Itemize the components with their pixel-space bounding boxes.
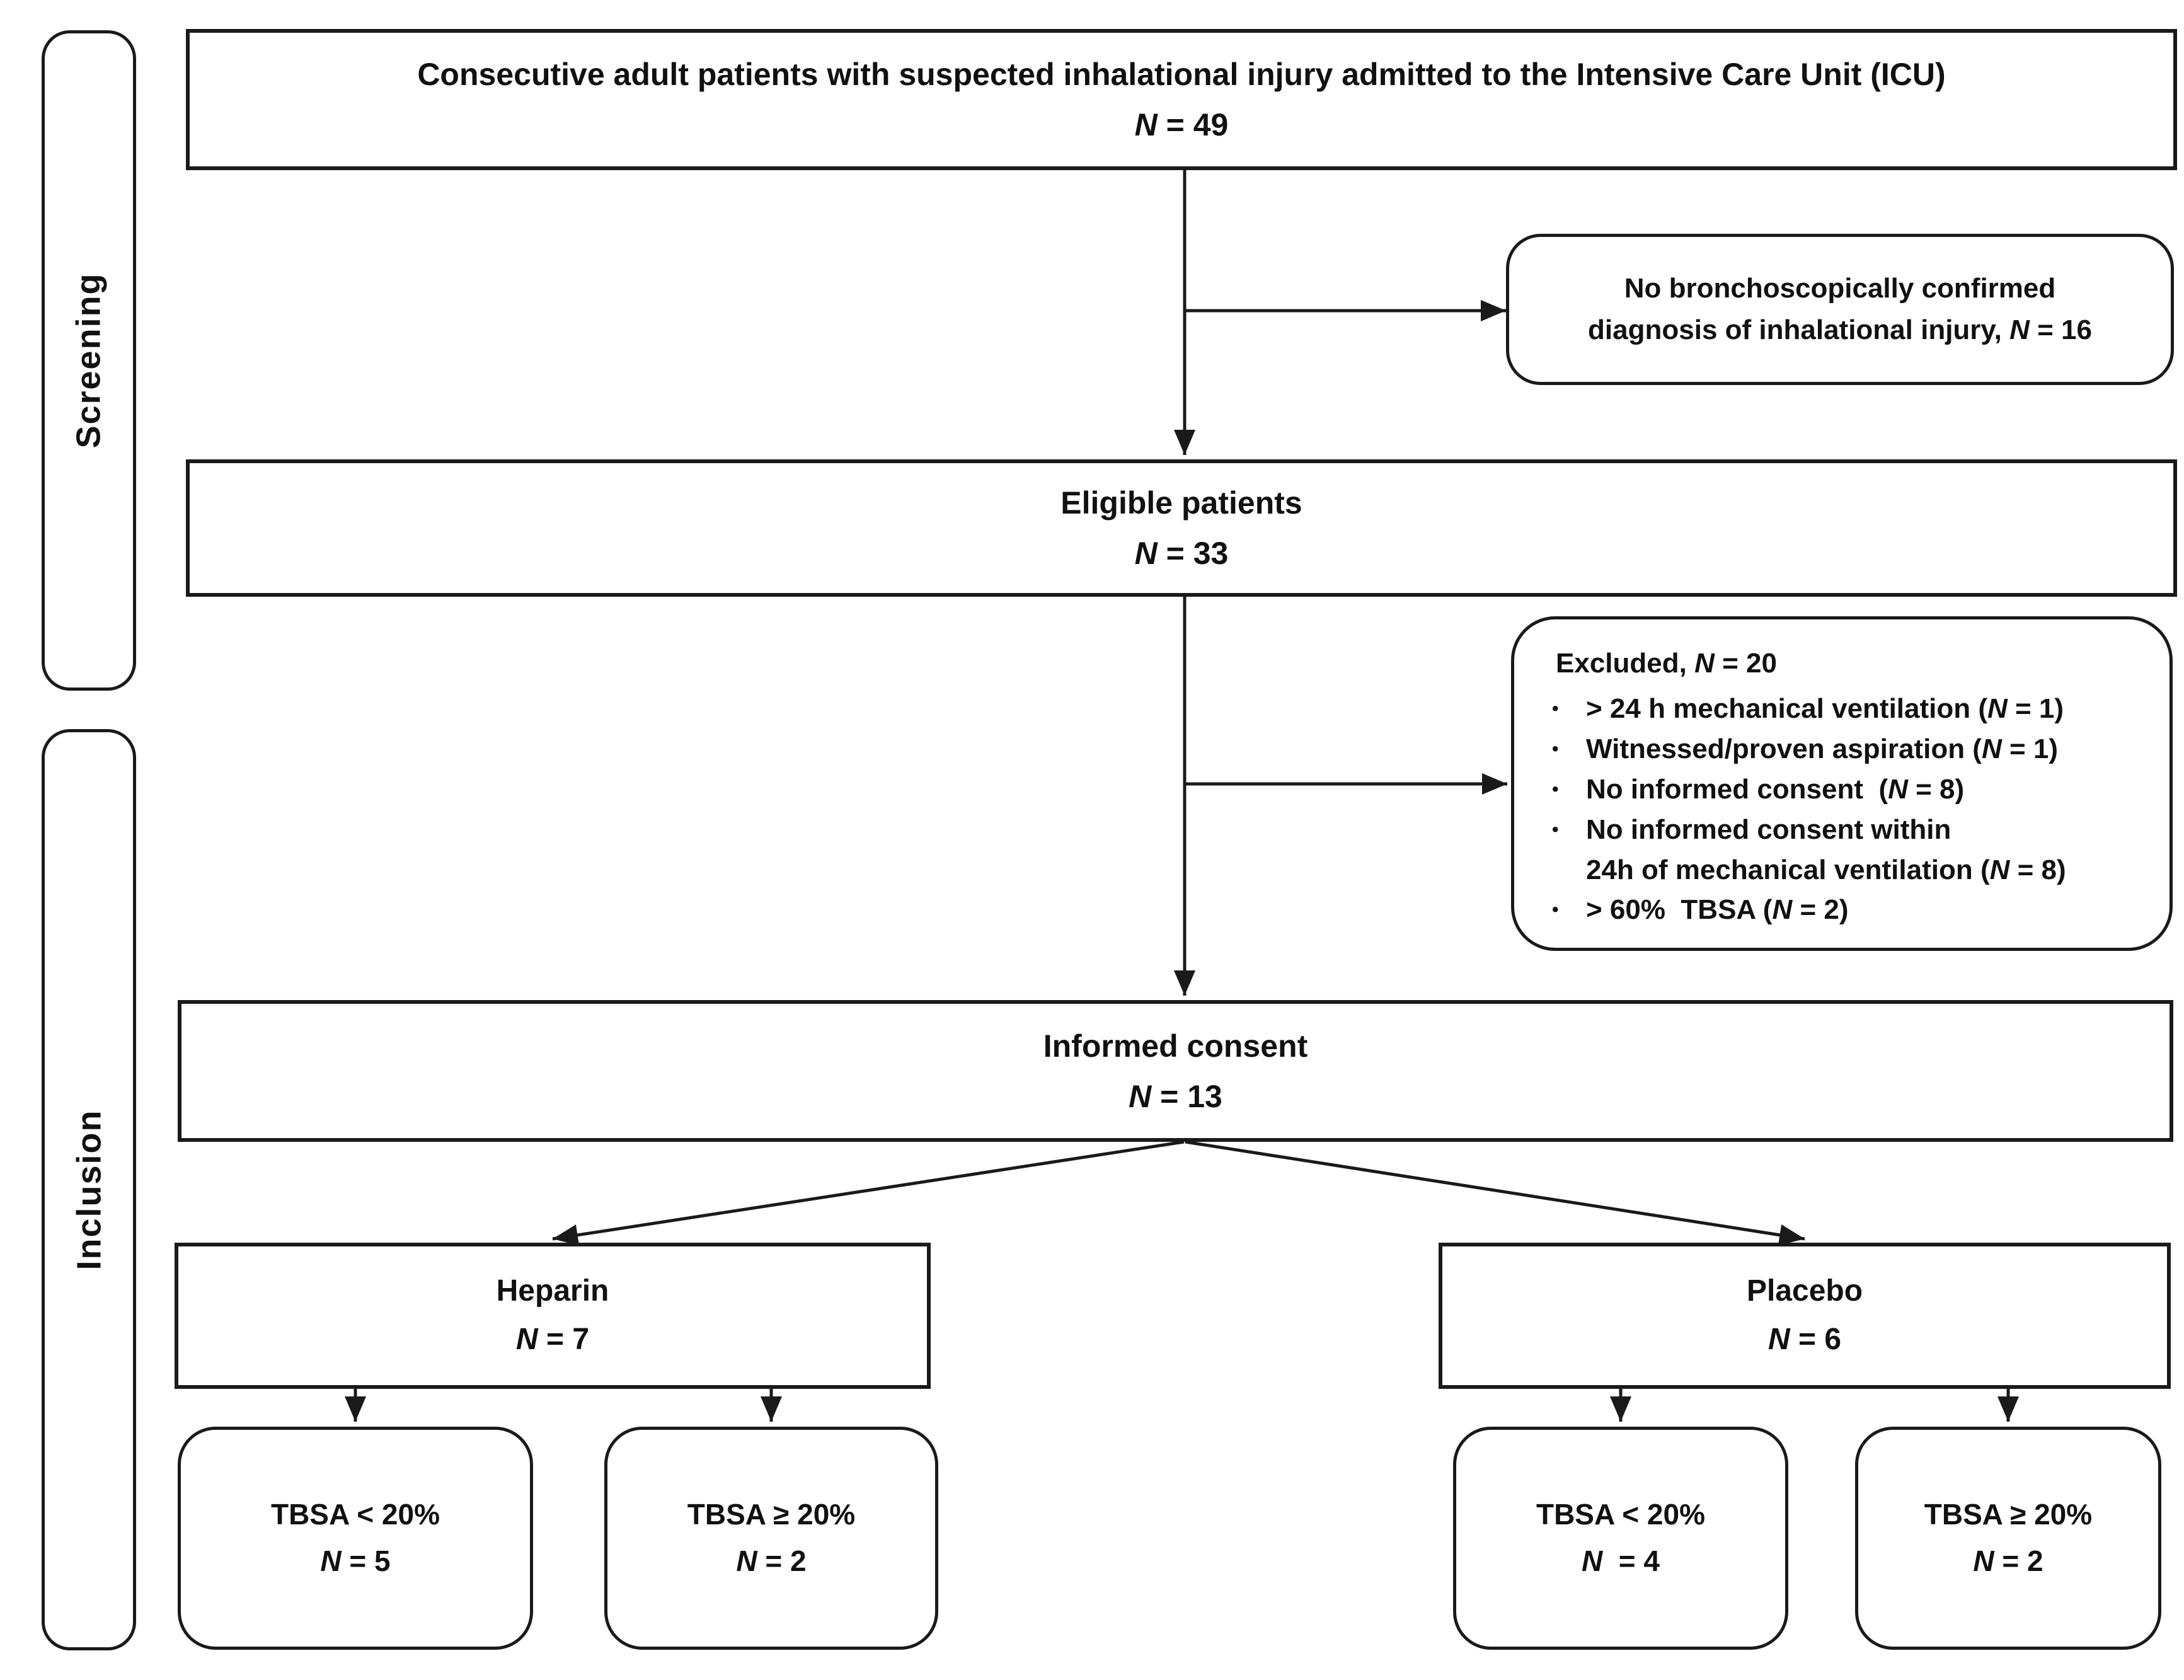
excluded-list: • > 24 h mechanical ventilation (N = 1) • W…	[1544, 689, 2158, 931]
box-placebo-title: Placebo	[1746, 1274, 1863, 1308]
box-not-confirmed-line2: diagnosis of inhalational injury, N = 16	[1588, 314, 2092, 345]
bullet-icon: •	[1552, 738, 1559, 759]
arrow-informed-to-heparin	[552, 1140, 1185, 1246]
bullet-icon: •	[1552, 698, 1559, 719]
stage-label-screening: Screening	[42, 30, 136, 691]
arrow-informed-to-placebo	[1185, 1140, 1805, 1246]
box-heparin-tbsa-low-count: N = 5	[320, 1545, 391, 1577]
box-informed-consent: Informed consent N = 13	[178, 1000, 2173, 1142]
excluded-item-text: Witnessed/proven aspiration (N = 1)	[1586, 733, 2059, 764]
box-screened-title: Consecutive adult patients with suspecte…	[417, 57, 1946, 92]
box-not-confirmed: No bronchoscopically confirmed diagnosis…	[1506, 234, 2174, 385]
bullet-icon: •	[1552, 819, 1559, 840]
excluded-item: • > 24 h mechanical ventilation (N = 1)	[1544, 689, 2158, 729]
excluded-item: • Witnessed/proven aspiration (N = 1)	[1544, 729, 2158, 769]
box-heparin-arm: Heparin N = 7	[175, 1243, 931, 1389]
box-heparin-tbsa-low-title: TBSA < 20%	[270, 1498, 440, 1531]
box-excluded: Excluded, N = 20 • > 24 h mechanical vent…	[1511, 616, 2173, 951]
box-eligible-patients: Eligible patients N = 33	[186, 459, 2177, 597]
excluded-item: • No informed consent within 24h of mecha…	[1544, 810, 2158, 890]
box-placebo-arm: Placebo N = 6	[1439, 1243, 2171, 1389]
box-heparin-tbsa-low: TBSA < 20% N = 5	[178, 1427, 533, 1650]
excluded-item-text: No informed consent within 24h of mechan…	[1586, 814, 2066, 885]
box-placebo-tbsa-low: TBSA < 20% N = 4	[1453, 1427, 1788, 1650]
box-placebo-tbsa-high: TBSA ≥ 20% N = 2	[1855, 1427, 2161, 1650]
box-screened-count: N = 49	[1134, 107, 1229, 142]
excluded-item-text: > 60% TBSA (N = 2)	[1586, 894, 1849, 926]
box-placebo-count: N = 6	[1767, 1323, 1842, 1356]
stage-inclusion-text: Inclusion	[70, 1109, 108, 1270]
box-heparin-tbsa-high-title: TBSA ≥ 20%	[687, 1498, 856, 1531]
box-informed-title: Informed consent	[1043, 1028, 1308, 1064]
box-screened-patients: Consecutive adult patients with suspecte…	[186, 29, 2177, 170]
box-eligible-count: N = 33	[1134, 536, 1229, 571]
box-heparin-tbsa-high: TBSA ≥ 20% N = 2	[604, 1427, 938, 1650]
box-eligible-title: Eligible patients	[1060, 485, 1302, 521]
box-placebo-tbsa-low-count: N = 4	[1581, 1545, 1660, 1577]
box-heparin-title: Heparin	[496, 1274, 609, 1308]
box-not-confirmed-line1: No bronchoscopically confirmed	[1624, 273, 2056, 304]
box-heparin-tbsa-high-count: N = 2	[736, 1545, 807, 1577]
excluded-item-text: > 24 h mechanical ventilation (N = 1)	[1586, 693, 2064, 724]
bullet-icon: •	[1552, 778, 1559, 800]
excluded-item: • > 60% TBSA (N = 2)	[1544, 890, 2158, 930]
box-heparin-count: N = 7	[515, 1323, 590, 1356]
excluded-item: • No informed consent (N = 8)	[1544, 769, 2158, 810]
box-placebo-tbsa-high-count: N = 2	[1973, 1545, 2043, 1577]
box-placebo-tbsa-low-title: TBSA < 20%	[1536, 1498, 1705, 1531]
excluded-heading: Excluded, N = 20	[1556, 648, 1777, 679]
bullet-icon: •	[1552, 899, 1559, 921]
stage-label-inclusion: Inclusion	[42, 729, 136, 1650]
excluded-item-text: No informed consent (N = 8)	[1586, 773, 1965, 805]
stage-screening-text: Screening	[70, 272, 108, 449]
box-placebo-tbsa-high-title: TBSA ≥ 20%	[1924, 1498, 2093, 1531]
box-informed-count: N = 13	[1129, 1078, 1222, 1114]
